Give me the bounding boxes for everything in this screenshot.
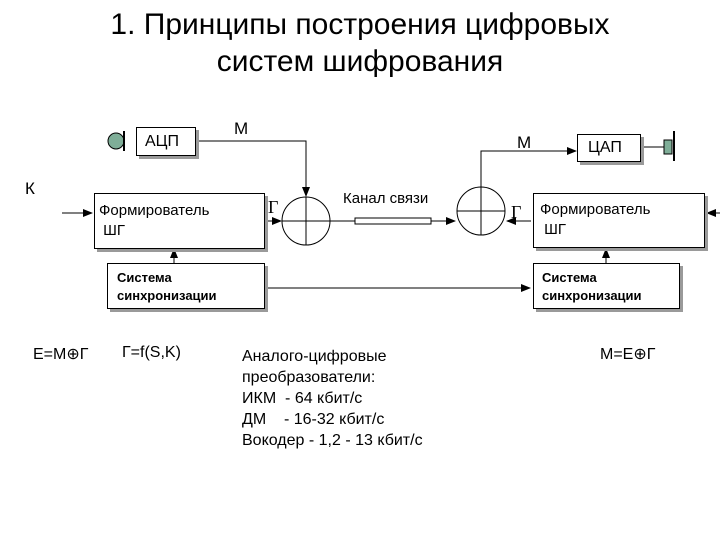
former-right-line-1: Формирователь — [540, 201, 651, 218]
adc-label: АЦП — [145, 133, 180, 150]
signal-m-right: М — [517, 133, 532, 152]
sync-right-box: Система синхронизации — [533, 263, 680, 309]
signal-m-left: М — [234, 119, 249, 138]
former-left-box: Формирователь ШГ — [94, 193, 265, 249]
notes-line-dm: ДМ - 16-32 кбит/с — [242, 411, 385, 428]
sync-right-line-1: Система — [542, 270, 597, 285]
sync-right-line-2: синхронизации — [542, 288, 642, 303]
speaker-icon — [663, 131, 675, 161]
line-m-left — [196, 140, 310, 197]
microphone-icon — [107, 131, 125, 151]
sync-left-line-1: Система — [117, 270, 172, 285]
line-m-right — [480, 147, 577, 187]
adc-box: АЦП — [136, 127, 196, 156]
signal-gamma-right: Г — [511, 202, 522, 222]
former-left-line-2: ШГ — [99, 222, 126, 239]
formula-encrypt: Е=М⊕Г — [33, 346, 89, 363]
adc-notes: Аналого-цифровые преобразователи: ИКМ - … — [242, 346, 423, 451]
signal-gamma-left: Г — [268, 197, 279, 217]
formula-gamma: Г=f(S,K) — [122, 344, 181, 361]
former-right-box: Формирователь ШГ — [533, 193, 705, 248]
channel-bar — [354, 217, 432, 225]
dac-label: ЦАП — [588, 139, 622, 156]
notes-heading-1: Аналого-цифровые — [242, 348, 387, 365]
channel-label: Канал связи — [343, 190, 429, 207]
formula-decrypt: М=Е⊕Г — [600, 346, 656, 363]
title-line-2: систем шифрования — [216, 45, 504, 78]
former-left-line-1: Формирователь — [99, 202, 210, 219]
notes-line-pcm: ИКМ - 64 кбит/с — [242, 390, 363, 407]
xor-adder-right — [456, 186, 506, 236]
former-right-line-2: ШГ — [540, 221, 567, 238]
sync-left-box: Система синхронизации — [107, 263, 265, 309]
signal-k: К — [25, 179, 35, 198]
notes-heading-2: преобразователи: — [242, 369, 376, 386]
dac-box: ЦАП — [577, 134, 641, 162]
page-title: 1. Принципы построения цифровых систем ш… — [0, 6, 720, 80]
title-line-1: 1. Принципы построения цифровых — [110, 8, 610, 41]
xor-adder-left — [281, 196, 331, 246]
notes-line-vocoder: Вокодер - 1,2 - 13 кбит/с — [242, 432, 423, 449]
sync-left-line-2: синхронизации — [117, 288, 217, 303]
